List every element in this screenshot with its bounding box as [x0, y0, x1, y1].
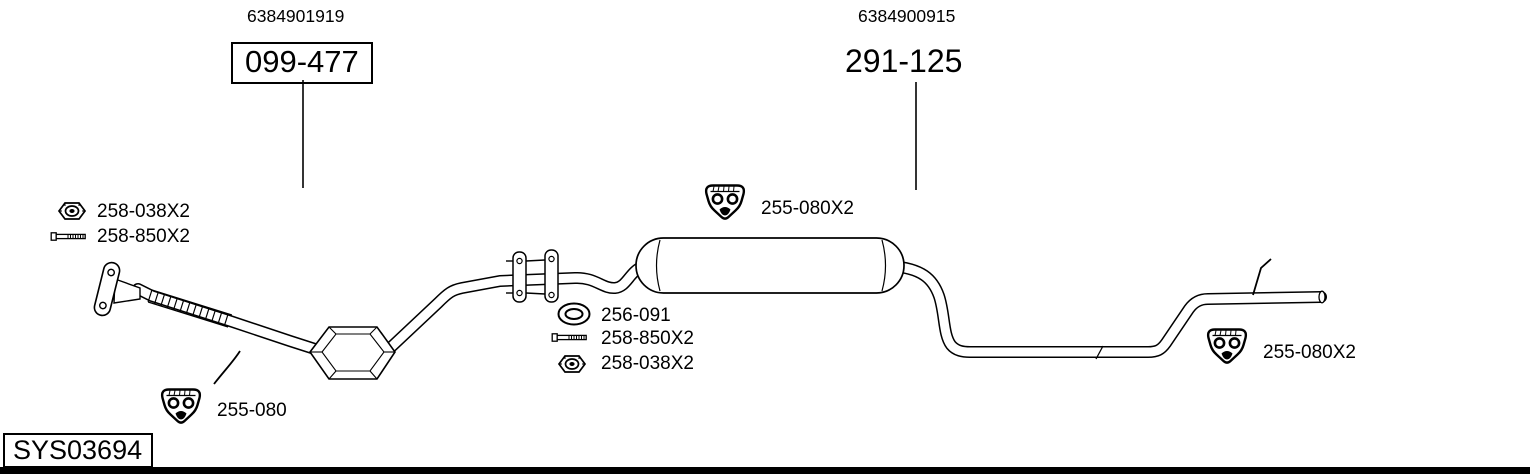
callout-center-hanger: 255-080X2 — [761, 198, 854, 219]
front-flange — [93, 261, 141, 317]
center-muffler — [635, 237, 905, 294]
center-flange-joint — [506, 249, 559, 303]
tail-pipe — [884, 258, 1327, 360]
callout-center-nut: 258-038X2 — [601, 353, 694, 374]
nut-icon — [56, 199, 88, 223]
callout-gasket: 256-091 — [601, 305, 671, 326]
callout-front-nut: 258-038X2 — [97, 201, 190, 222]
system-id-box: SYS03694 — [3, 433, 154, 468]
callout-rear-hanger: 255-080X2 — [1263, 342, 1356, 363]
front-hanger-rod — [213, 350, 241, 385]
bolt-icon — [551, 331, 589, 344]
hanger-mount-icon — [702, 182, 748, 224]
assembly-ref-rear: 6384900915 — [858, 6, 956, 26]
front-pipe — [132, 283, 324, 356]
bolt-icon — [50, 230, 88, 243]
catalytic-converter — [309, 326, 396, 380]
hanger-mount-icon — [158, 386, 204, 428]
callout-front-hanger: 255-080 — [217, 400, 287, 421]
mid-pipe — [382, 258, 674, 356]
flex-section — [147, 289, 233, 328]
callout-front-bolt: 258-850X2 — [97, 226, 190, 247]
hanger-mount-icon — [1204, 326, 1250, 368]
callout-center-bolt: 258-850X2 — [601, 328, 694, 349]
tail-bracket-rod — [1252, 258, 1272, 296]
bottom-bar — [0, 467, 1530, 474]
assembly-part-front: 099-477 — [231, 42, 373, 84]
gasket-ring-icon — [556, 301, 592, 327]
assembly-part-rear: 291-125 — [845, 43, 963, 79]
nut-icon — [556, 352, 588, 376]
assembly-ref-front: 6384901919 — [247, 6, 345, 26]
